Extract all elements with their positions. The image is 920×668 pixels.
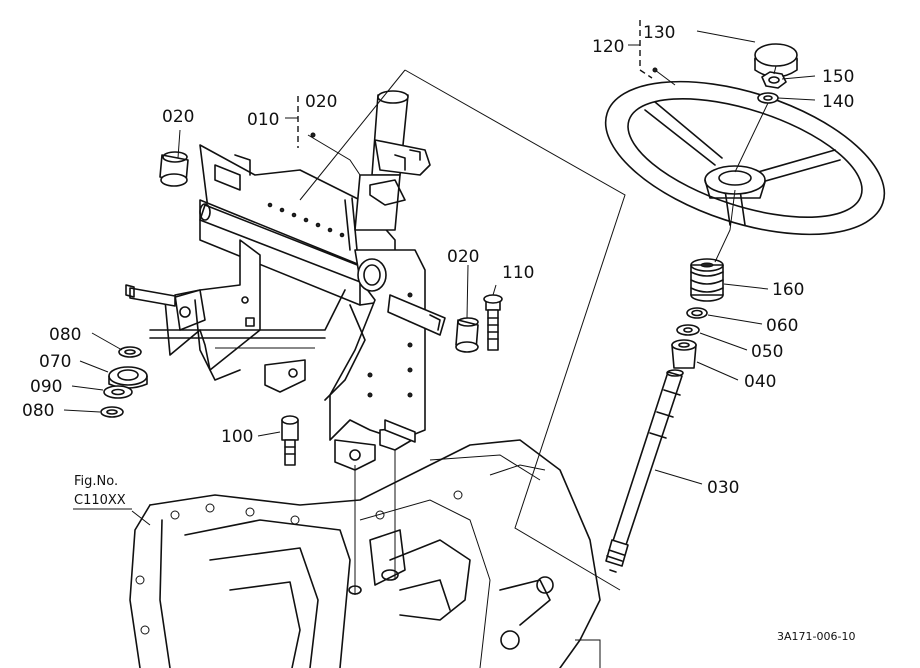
label-150: 150	[822, 67, 854, 87]
label-080-bottom: 080	[22, 401, 54, 421]
mounting-bracket-assembly	[125, 90, 446, 595]
steering-wheel	[604, 80, 886, 236]
spring-boot	[690, 258, 724, 302]
horn-cap	[754, 43, 798, 78]
label-070: 070	[39, 352, 71, 372]
fig-ref-line1: Fig.No.	[74, 474, 118, 489]
label-020-left: 020	[162, 107, 194, 127]
leader-lines	[63, 30, 816, 526]
label-130: 130	[643, 23, 675, 43]
label-140: 140	[822, 92, 854, 112]
fig-ref-line2: C110XX	[74, 493, 126, 508]
label-090: 090	[30, 377, 62, 397]
label-120: 120	[592, 37, 624, 57]
transmission-housing	[129, 439, 601, 668]
steering-shaft	[605, 369, 684, 573]
bushing-040	[671, 339, 697, 369]
label-050: 050	[751, 342, 783, 362]
bolt-100	[281, 415, 299, 466]
bushing-020-left	[159, 151, 189, 187]
snap-ring-060	[686, 307, 708, 319]
label-080-top: 080	[49, 325, 81, 345]
drawing-code: 3A171-006-10	[777, 630, 855, 643]
label-100: 100	[221, 427, 253, 447]
label-040: 040	[744, 372, 776, 392]
label-020-right: 020	[447, 247, 479, 267]
part-labels: 020 010 020 020 110 080 070 090 080 100 …	[22, 23, 855, 643]
label-010: 010	[247, 110, 279, 130]
group-bracket-120	[639, 20, 653, 79]
label-030: 030	[707, 478, 739, 498]
label-110: 110	[502, 263, 534, 283]
label-020-group: 020	[305, 92, 337, 112]
hex-nut	[761, 71, 787, 89]
washer-050	[676, 324, 700, 336]
washer-stack-left	[100, 346, 148, 418]
bolt-110	[483, 294, 503, 351]
label-060: 060	[766, 316, 798, 336]
washer-140	[757, 92, 779, 104]
label-160: 160	[772, 280, 804, 300]
bushing-020-right	[455, 317, 479, 353]
